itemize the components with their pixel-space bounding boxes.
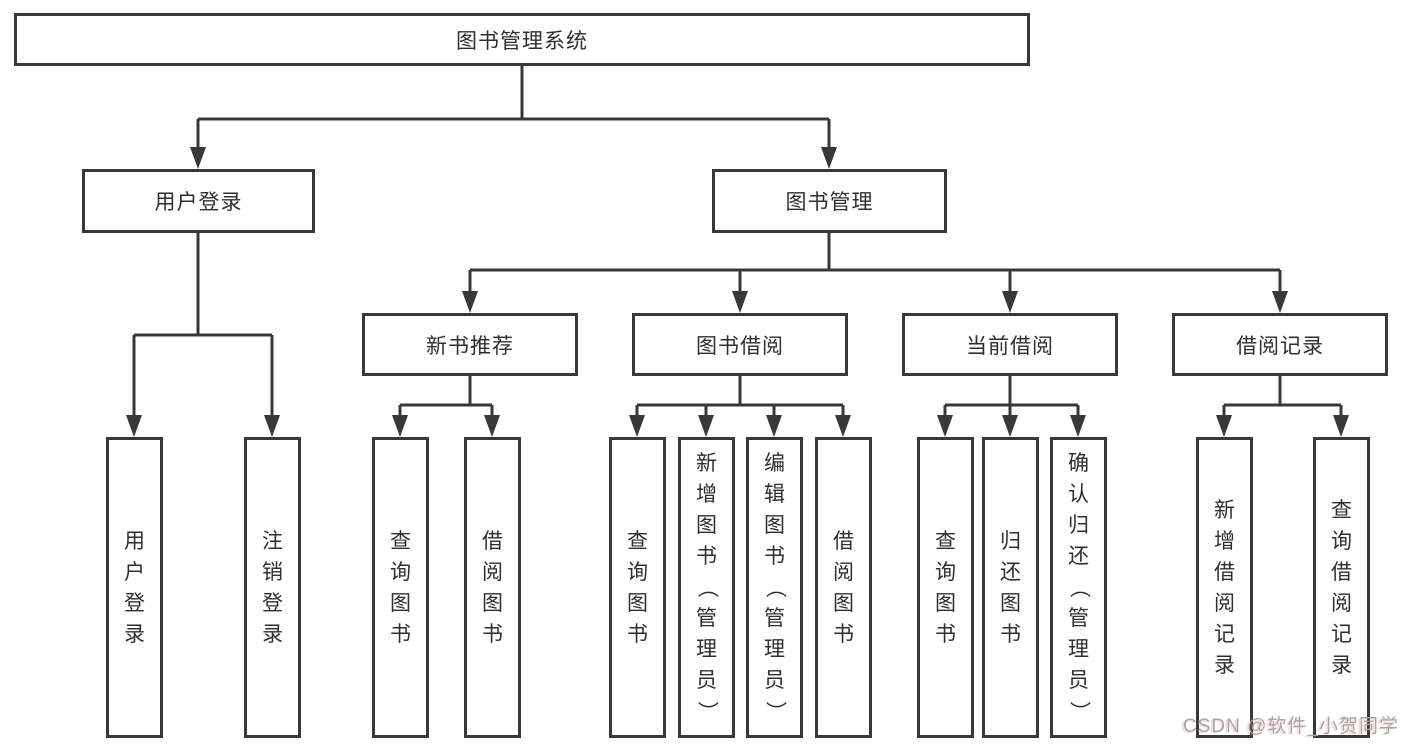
node-book-borrow-label: 图书借阅 — [696, 334, 784, 358]
leaf-return-books-label: 归还图书 — [1000, 529, 1021, 646]
leaf-borrow-books-recommend: 借阅图书 — [464, 437, 521, 738]
leaf-query-borrow-record-label: 查询借阅记录 — [1331, 498, 1352, 677]
csdn-watermark: CSDN @软件_小贺同学 — [1183, 716, 1399, 737]
leaf-query-books-recommend-label: 查询图书 — [390, 529, 411, 646]
leaf-user-login: 用户登录 — [106, 437, 163, 738]
node-user-login: 用户登录 — [82, 169, 315, 233]
arrowhead-icons — [126, 147, 1349, 437]
node-library-system: 图书管理系统 — [14, 13, 1030, 66]
leaf-add-borrow-record-label: 新增借阅记录 — [1214, 498, 1235, 677]
leaf-query-borrow-record: 查询借阅记录 — [1313, 437, 1370, 738]
leaf-query-books-borrow: 查询图书 — [609, 437, 666, 738]
leaf-confirm-return-admin-label: 确认归还（管理员） — [1067, 452, 1090, 722]
leaf-logout: 注销登录 — [244, 437, 301, 738]
leaf-query-books-borrow-label: 查询图书 — [627, 529, 648, 646]
leaf-edit-books-admin: 编辑图书（管理员） — [746, 437, 803, 738]
leaf-edit-books-admin-label: 编辑图书（管理员） — [763, 452, 786, 722]
leaf-add-books-admin: 新增图书（管理员） — [678, 437, 735, 738]
leaf-return-books: 归还图书 — [982, 437, 1039, 738]
node-book-management-label: 图书管理 — [785, 191, 874, 214]
leaf-add-books-admin-label: 新增图书（管理员） — [695, 452, 718, 722]
node-new-book-recommend-label: 新书推荐 — [426, 334, 514, 358]
node-borrow-records-label: 借阅记录 — [1236, 334, 1324, 358]
connector-lines — [132, 66, 1343, 419]
node-library-system-label: 图书管理系统 — [456, 29, 588, 53]
leaf-query-books-current-label: 查询图书 — [935, 529, 956, 646]
node-current-borrow-label: 当前借阅 — [966, 334, 1054, 358]
node-book-borrow: 图书借阅 — [632, 313, 848, 376]
leaf-query-books-recommend: 查询图书 — [372, 437, 429, 738]
node-book-management: 图书管理 — [712, 169, 947, 233]
node-current-borrow: 当前借阅 — [902, 313, 1118, 376]
leaf-borrow-books-label: 借阅图书 — [833, 529, 854, 646]
leaf-borrow-books-recommend-label: 借阅图书 — [482, 529, 503, 646]
leaf-user-login-label: 用户登录 — [124, 529, 145, 646]
node-borrow-records: 借阅记录 — [1172, 313, 1388, 376]
leaf-query-books-current: 查询图书 — [917, 437, 974, 738]
node-new-book-recommend: 新书推荐 — [362, 313, 578, 376]
leaf-confirm-return-admin: 确认归还（管理员） — [1050, 437, 1107, 738]
leaf-add-borrow-record: 新增借阅记录 — [1196, 437, 1253, 738]
leaf-logout-label: 注销登录 — [262, 529, 283, 646]
node-user-login-label: 用户登录 — [154, 191, 243, 214]
leaf-borrow-books: 借阅图书 — [815, 437, 872, 738]
